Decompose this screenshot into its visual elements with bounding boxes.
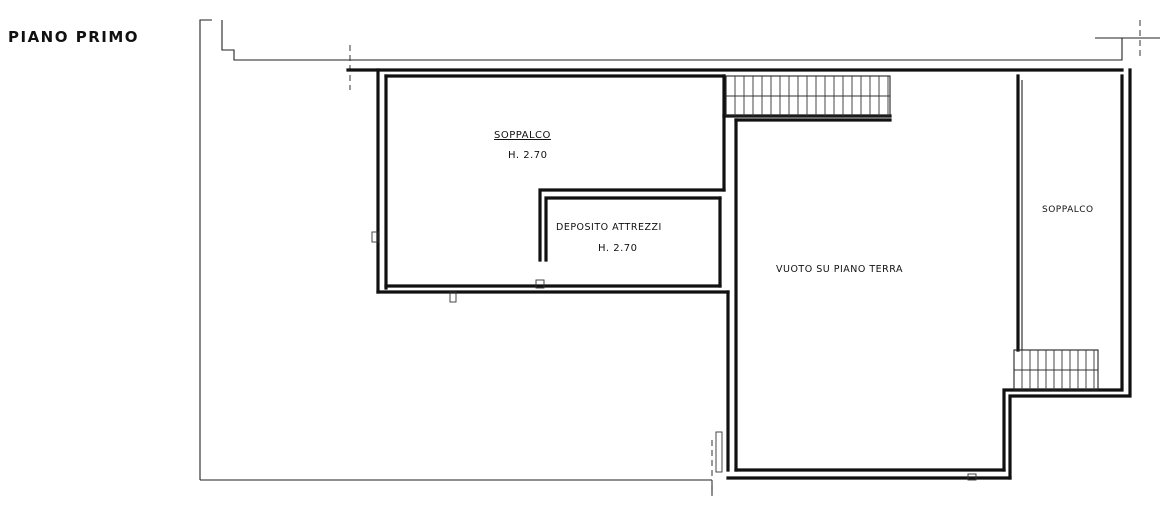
- room-deposito-height: H. 2.70: [598, 243, 638, 254]
- site-boundary: [199, 19, 1160, 495]
- staircase-lower: [1013, 349, 1099, 391]
- room-soppalco-right-name: SOPPALCO: [1042, 205, 1094, 215]
- walls: [346, 68, 1132, 481]
- staircase-upper: [725, 75, 891, 117]
- axis-marks: [349, 20, 1141, 500]
- wall-details: [371, 231, 723, 473]
- plan-title: PIANO PRIMO: [8, 28, 140, 46]
- room-soppalco-left-name: SOPPALCO: [494, 130, 551, 141]
- room-vuoto-name: VUOTO SU PIANO TERRA: [776, 264, 903, 275]
- room-soppalco-left-height: H. 2.70: [508, 150, 548, 161]
- room-deposito-name: DEPOSITO ATTREZZI: [556, 222, 662, 233]
